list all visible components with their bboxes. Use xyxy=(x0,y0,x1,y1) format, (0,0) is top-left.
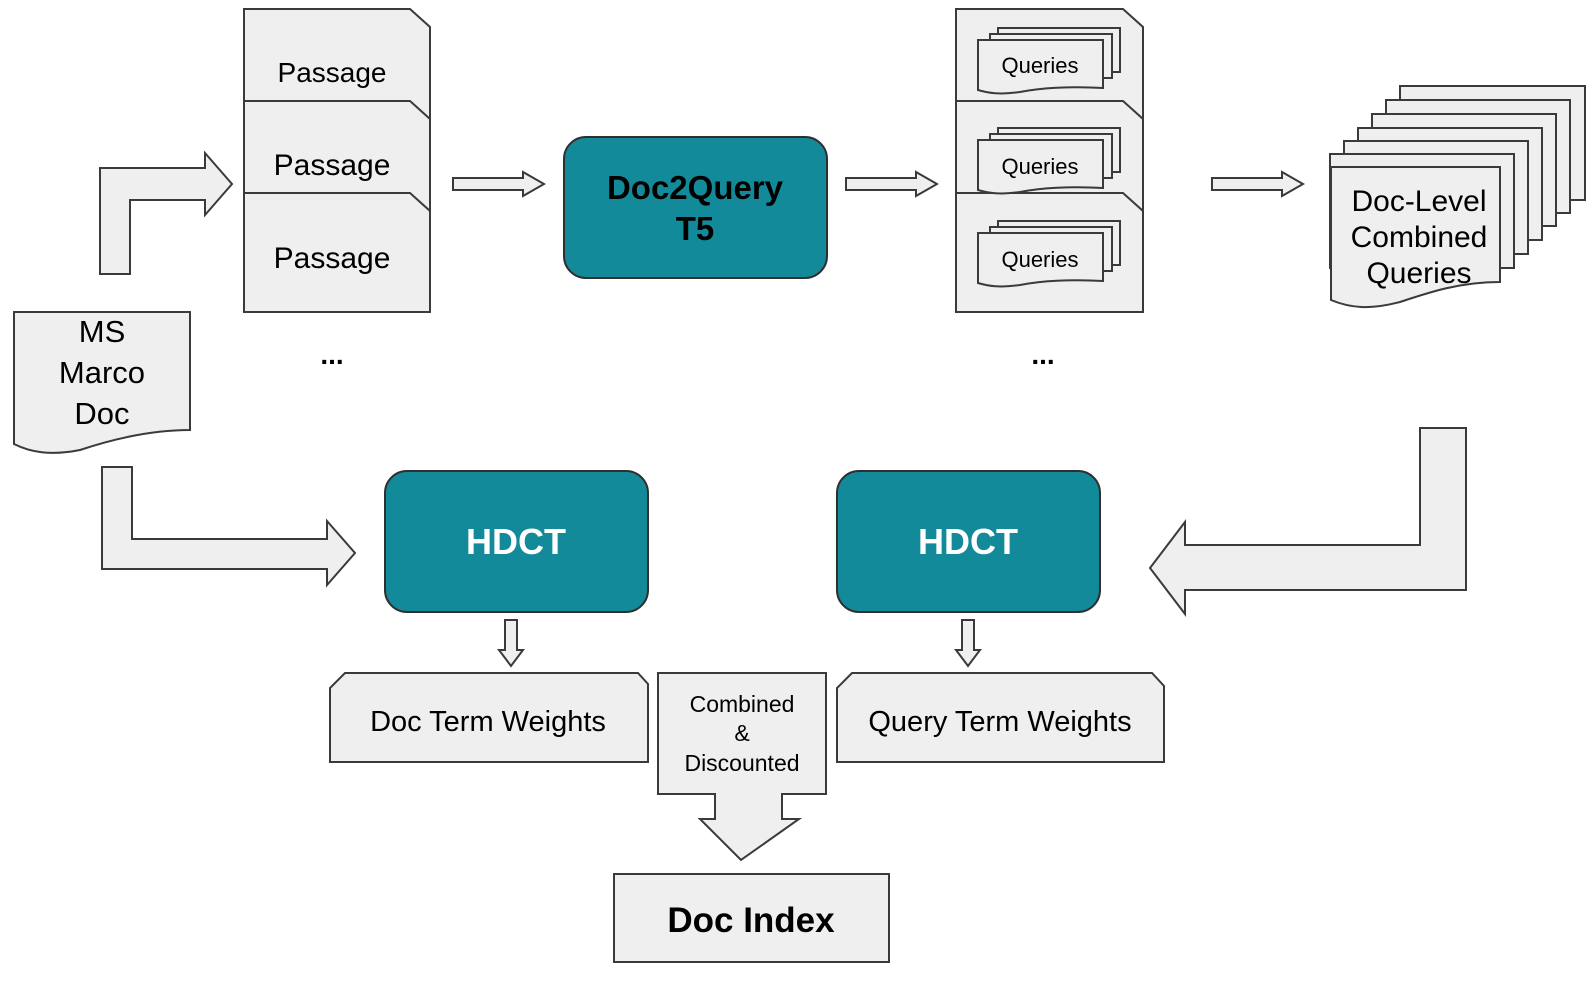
doc2query-label: Doc2Query xyxy=(607,169,784,206)
arrow-doc2query-to-queries xyxy=(845,170,940,198)
arrow-combined-to-hdct xyxy=(1148,427,1467,617)
combined-queries-line1: Doc-Level xyxy=(1351,185,1486,218)
queries-label-2: Queries xyxy=(1001,154,1078,179)
queries-ellipsis: ... xyxy=(1031,339,1054,370)
query-term-weights-label: Query Term Weights xyxy=(868,706,1131,738)
combine-step-line1: Combined xyxy=(690,691,795,717)
queries-stack: Queries Queries Queries xyxy=(955,8,1144,313)
hdct-query-box: HDCT xyxy=(836,470,1101,613)
doc-term-weights-label: Doc Term Weights xyxy=(370,706,606,738)
hdct-doc-label: HDCT xyxy=(466,521,566,562)
combine-step-line2: & xyxy=(734,720,749,746)
queries-doc-icon: Queries xyxy=(977,127,1121,195)
passage-card xyxy=(243,192,431,313)
queries-doc-icon: Queries xyxy=(977,220,1121,288)
passage-label-3: Passage xyxy=(274,242,391,275)
doc2query-t5-box: Doc2Query T5 xyxy=(563,136,828,279)
ms-marco-doc-line1: MS xyxy=(79,314,126,349)
combine-discount-arrow: Combined & Discounted xyxy=(657,672,827,862)
arrow-passages-to-doc2query xyxy=(452,170,547,198)
queries-label-1: Queries xyxy=(1001,53,1078,78)
doc2query-model-label: T5 xyxy=(676,210,715,247)
combined-queries-line2: Combined xyxy=(1351,221,1488,254)
hdct-doc-box: HDCT xyxy=(384,470,649,613)
combined-queries-line3: Queries xyxy=(1366,257,1471,290)
ms-marco-doc-line3: Doc xyxy=(74,396,129,431)
hdct-query-label: HDCT xyxy=(918,521,1018,562)
passage-stack: Passage Passage Passage xyxy=(243,8,431,313)
ms-marco-doc: MS Marco Doc xyxy=(13,311,191,454)
arrow-doc-to-hdct xyxy=(101,466,357,588)
doc-term-weights-card: Doc Term Weights xyxy=(329,672,649,763)
arrow-hdct-to-doc-weights xyxy=(497,619,525,668)
combine-step-line3: Discounted xyxy=(684,750,799,776)
queries-label-3: Queries xyxy=(1001,247,1078,272)
ms-marco-doc-line2: Marco xyxy=(59,355,145,390)
combined-queries-stack: Doc-Level Combined Queries xyxy=(1329,85,1586,309)
passage-label-1: Passage xyxy=(278,57,387,88)
arrow-doc-to-passages xyxy=(99,150,234,275)
doc-index-label: Doc Index xyxy=(667,901,835,940)
passage-label-2: Passage xyxy=(274,149,391,182)
arrow-hdct-to-query-weights xyxy=(954,619,982,668)
query-term-weights-card: Query Term Weights xyxy=(836,672,1165,763)
doc-index-box: Doc Index xyxy=(613,873,890,963)
passages-ellipsis: ... xyxy=(320,339,343,370)
arrow-queries-to-combined xyxy=(1211,170,1306,198)
queries-doc-icon: Queries xyxy=(977,27,1121,95)
